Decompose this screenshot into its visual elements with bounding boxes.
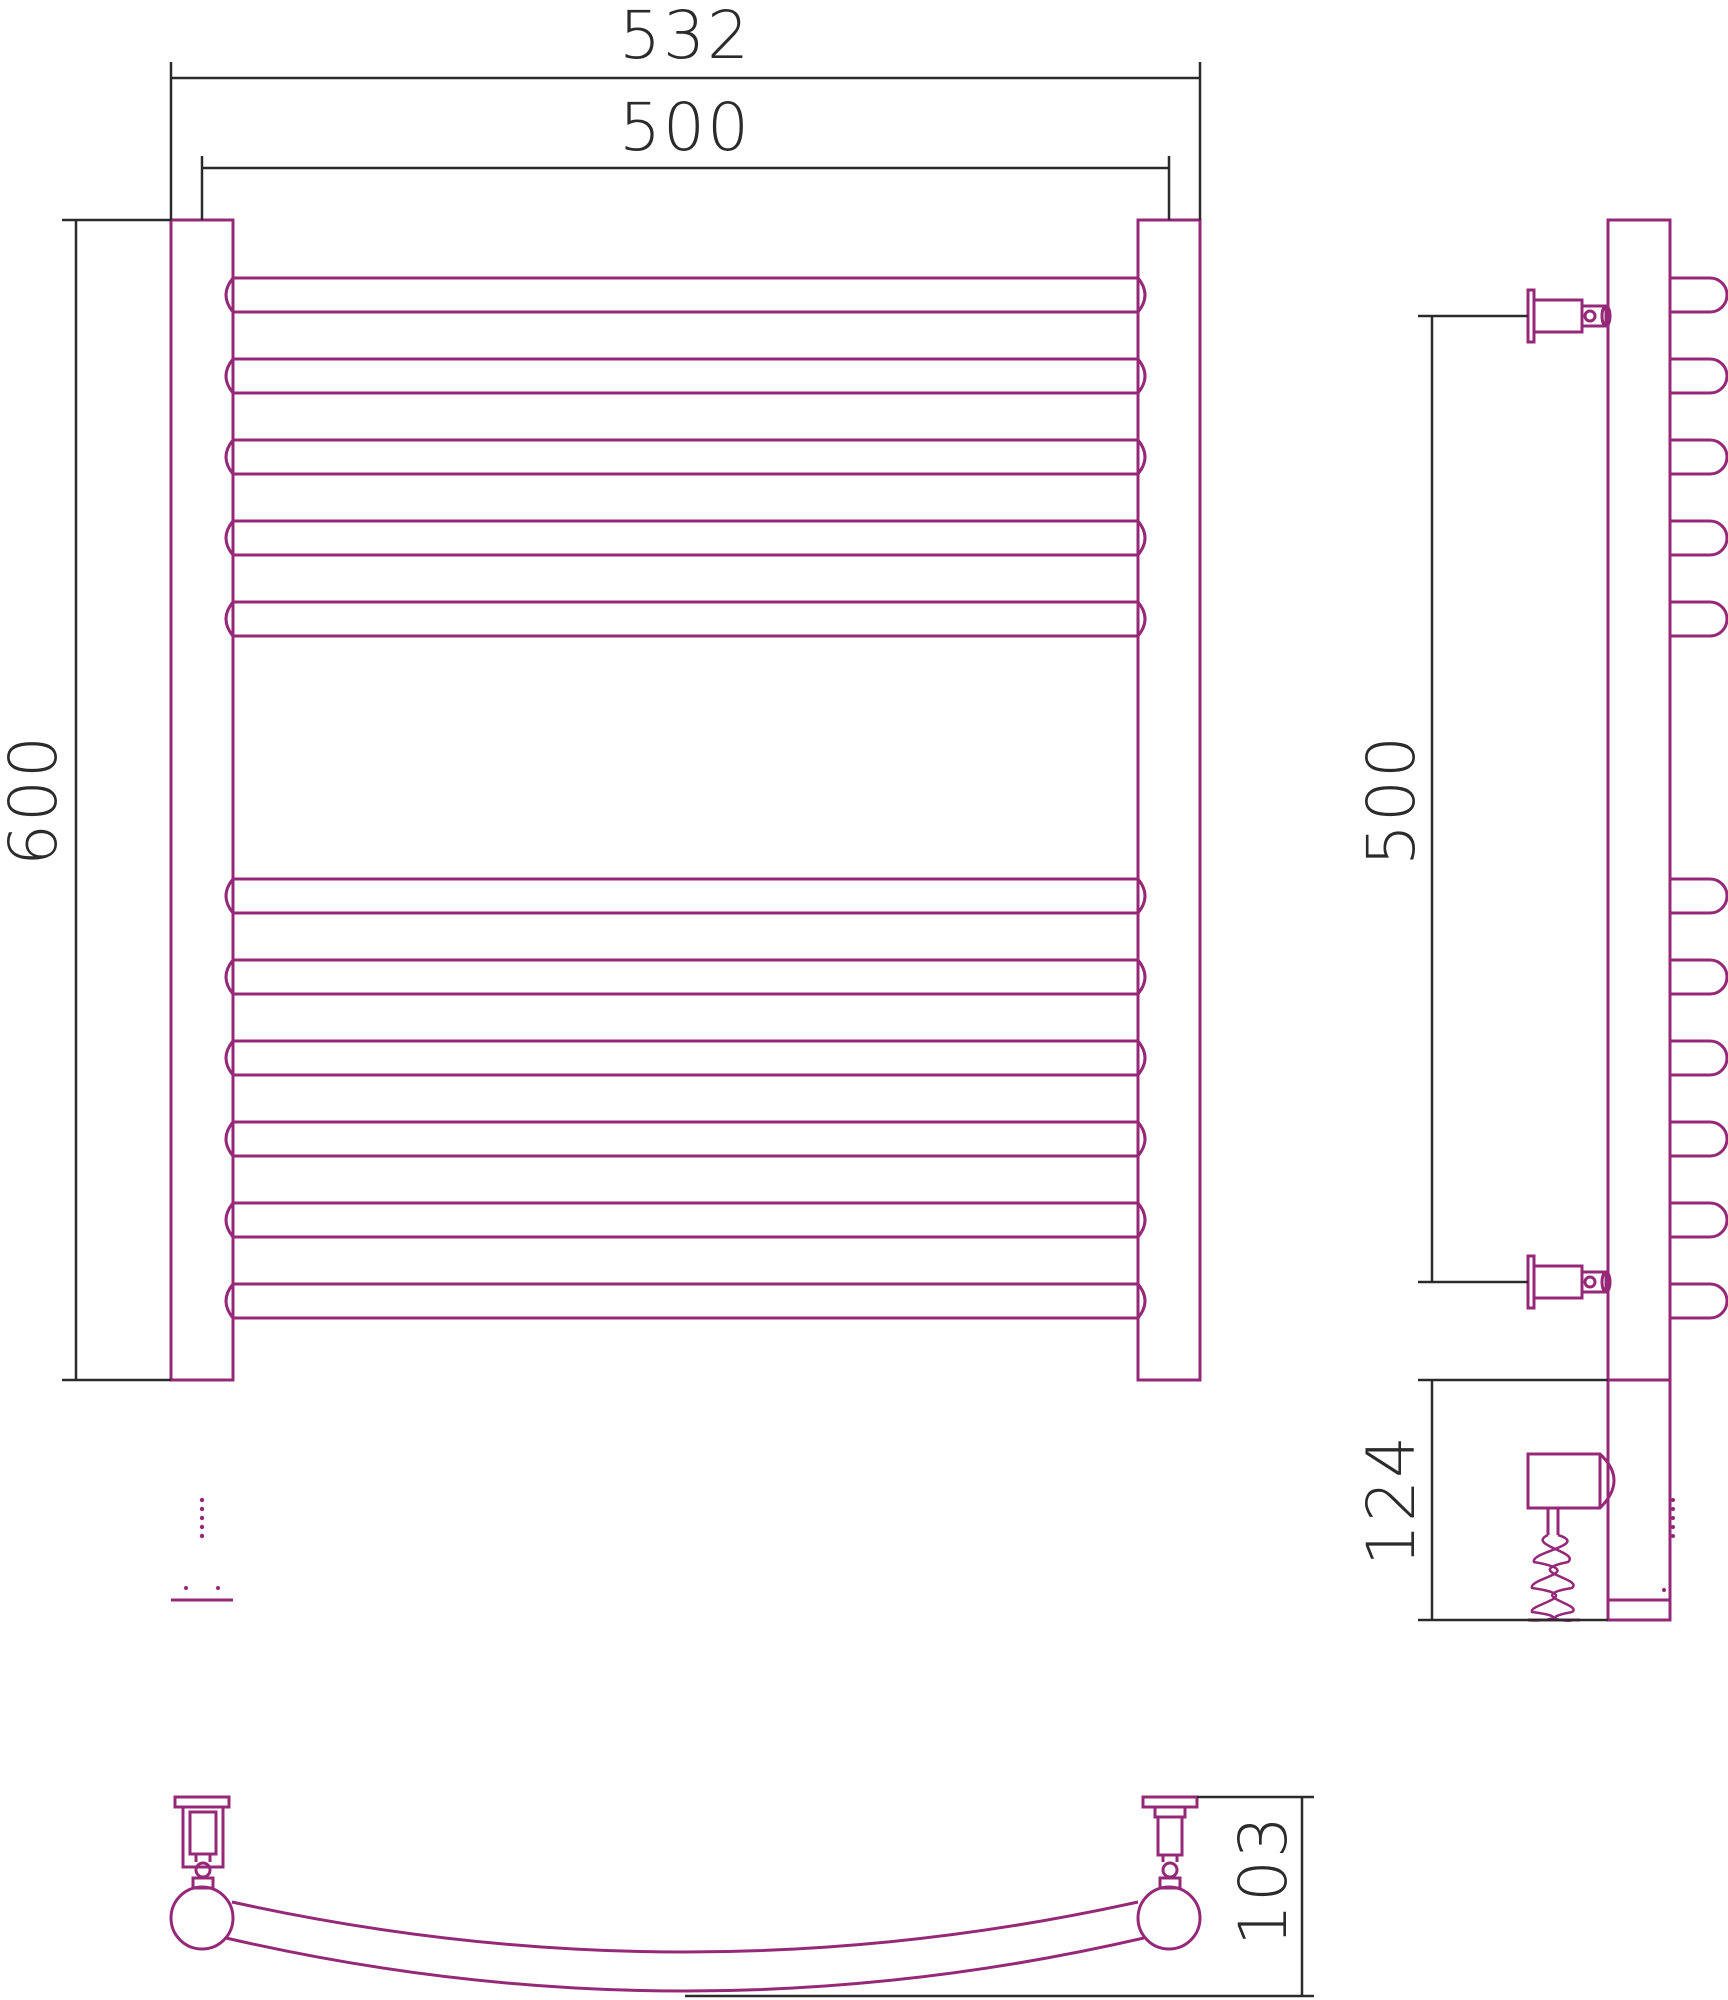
- indicator-dot: [1662, 1588, 1666, 1592]
- top-curved-rail-inner: [225, 1936, 1145, 1993]
- side-indicator-dots: [1662, 1498, 1675, 1592]
- dim-500-label: 500: [619, 89, 751, 166]
- heating-element: [1526, 1452, 1616, 1622]
- dim-124-label: 124: [1353, 1434, 1430, 1566]
- side-rung-end-5: [1670, 600, 1728, 638]
- rung-3: [224, 438, 1147, 476]
- indicator-dot: [1671, 1525, 1675, 1529]
- front-dimensions: [62, 62, 1202, 1382]
- heater-indicator-dots: [184, 1497, 220, 1590]
- front-rungs: [224, 276, 1147, 1320]
- side-rung-end-6: [1670, 877, 1728, 915]
- left-post: [169, 218, 235, 1382]
- rung-5: [224, 600, 1147, 638]
- rung-2: [224, 357, 1147, 395]
- rung-10: [224, 1201, 1147, 1239]
- indicator-dot: [1671, 1507, 1675, 1511]
- side-rung-end-11: [1670, 1282, 1728, 1320]
- indicator-dot: [199, 1506, 205, 1512]
- side-rung-end-7: [1670, 958, 1728, 996]
- side-rung-end-1: [1670, 276, 1728, 314]
- side-post: [1606, 218, 1672, 1622]
- top-bracket-left: [173, 1795, 231, 1890]
- top-curved-rail-outer: [231, 1900, 1139, 1954]
- wall-mount-bottom: [1526, 1254, 1612, 1310]
- side-rung-end-10: [1670, 1201, 1728, 1239]
- rung-11: [224, 1282, 1147, 1320]
- rung-9: [224, 1120, 1147, 1158]
- front-view: [169, 218, 1202, 1602]
- rung-8: [224, 1039, 1147, 1077]
- side-rung-ends: [1670, 276, 1728, 1320]
- dim-side-500-label: 500: [1353, 734, 1430, 866]
- indicator-dot: [199, 1515, 205, 1521]
- indicator-dot: [216, 1586, 220, 1590]
- side-rung-end-3: [1670, 438, 1728, 476]
- rung-4: [224, 519, 1147, 557]
- dim-600-label: 600: [0, 734, 72, 866]
- top-dimensions: [685, 1795, 1314, 1998]
- top-post-left: [169, 1885, 235, 1951]
- rung-6: [224, 877, 1147, 915]
- top-view: [169, 1795, 1202, 1993]
- indicator-dot: [1671, 1498, 1675, 1502]
- side-view: [1526, 218, 1728, 1622]
- top-bracket-right: [1141, 1795, 1199, 1890]
- indicator-dot: [199, 1533, 205, 1539]
- rung-1: [224, 276, 1147, 314]
- indicator-dot: [1671, 1534, 1675, 1538]
- dim-532-label: 532: [619, 0, 751, 74]
- side-rung-end-8: [1670, 1039, 1728, 1077]
- indicator-dot: [1671, 1516, 1675, 1520]
- indicator-dot: [199, 1524, 205, 1530]
- right-post: [1136, 218, 1202, 1382]
- dim-103-label: 103: [1225, 1814, 1302, 1946]
- indicator-dot: [184, 1586, 188, 1590]
- wall-mount-top: [1526, 288, 1612, 344]
- top-post-right: [1136, 1885, 1202, 1951]
- rung-7: [224, 958, 1147, 996]
- side-rung-end-2: [1670, 357, 1728, 395]
- side-dimensions: [1418, 314, 1608, 1622]
- indicator-dot: [199, 1497, 205, 1503]
- side-rung-end-4: [1670, 519, 1728, 557]
- side-rung-end-9: [1670, 1120, 1728, 1158]
